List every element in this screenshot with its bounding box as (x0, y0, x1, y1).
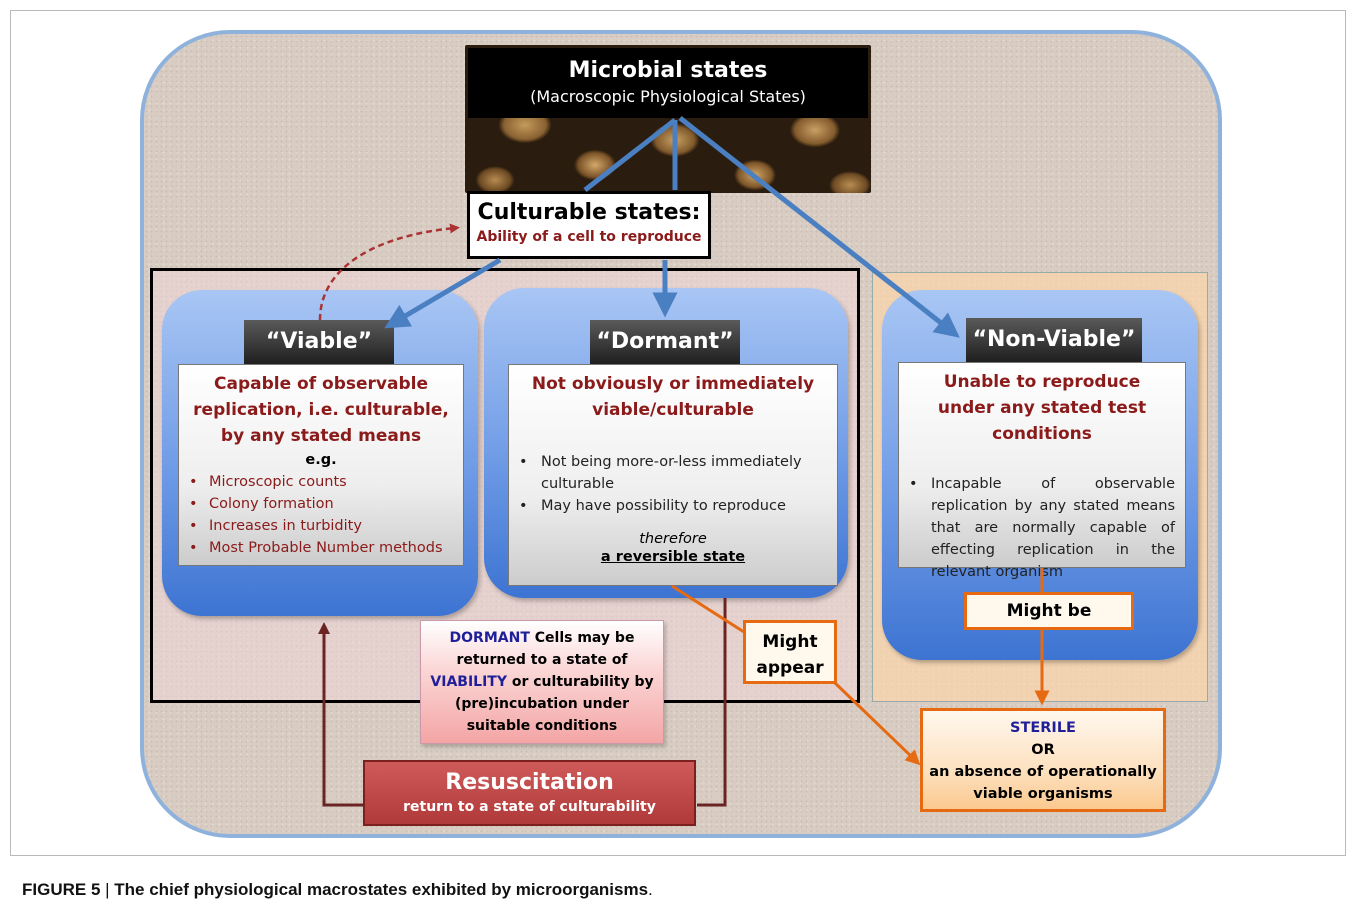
resuscitation-arrow-to-viable (318, 622, 363, 807)
might-appear-box: Might appear (743, 620, 837, 684)
dashed-arrow-viable-to-culturable (318, 223, 460, 321)
note-text: or culturability by (506, 674, 654, 690)
list-item: Microscopic counts (179, 471, 463, 493)
list-item: May have possibility to reproduce (509, 495, 831, 517)
might-appear-line1: Might (762, 632, 818, 652)
caption-period: . (648, 880, 653, 899)
resuscitation-title: Resuscitation (445, 770, 614, 795)
list-item: Not being more-or-less immediately cultu… (509, 451, 831, 495)
figure-number: FIGURE 5 (22, 880, 101, 899)
note-text: (pre)incubation under (454, 696, 630, 712)
viable-eg-label: e.g. (305, 452, 337, 468)
list-item: Increases in turbidity (179, 515, 463, 537)
caption-text: The chief physiological macrostates exhi… (114, 880, 649, 899)
resuscitation-subtitle: return to a state of culturability (403, 799, 656, 815)
dormant-content-box: Not obviously or immediately viable/cult… (508, 364, 838, 586)
sterile-or: OR (1031, 742, 1055, 758)
list-item: Incapable of observable replication by a… (899, 473, 1175, 583)
arrow-title-to-nonviable (678, 116, 960, 338)
note-text: Cells may be (529, 630, 635, 646)
sterile-line1: an absence of operationally (929, 764, 1157, 780)
diagram-subtitle: (Macroscopic Physiological States) (530, 87, 806, 106)
dormant-conclusion-text: a reversible state (600, 549, 746, 565)
viable-label: “Viable” (244, 320, 394, 364)
microbial-states-title-box: Microbial states (Macroscopic Physiologi… (468, 48, 868, 118)
diagram-title: Microbial states (568, 58, 768, 83)
note-text: returned to a state of (456, 652, 628, 668)
note-text: suitable conditions (466, 718, 618, 734)
dormant-property-list: Not being more-or-less immediately cultu… (509, 451, 837, 517)
might-appear-line2: appear (756, 658, 824, 678)
list-item: Most Probable Number methods (179, 537, 463, 559)
nonviable-content-box: Unable to reproduce under any stated tes… (898, 362, 1186, 580)
resuscitation-box: Resuscitation return to a state of cultu… (363, 760, 696, 826)
dormant-heading: Not obviously or immediately viable/cult… (531, 374, 815, 420)
sterile-keyword: STERILE (1010, 720, 1076, 736)
orange-arrow-might-appear-to-sterile (832, 680, 921, 766)
sterile-box: STERILE OR an absence of operationally v… (920, 708, 1166, 812)
figure-caption: FIGURE 5 | The chief physiological macro… (22, 880, 1342, 900)
arrow-culturable-to-viable (384, 257, 502, 329)
dormant-label: “Dormant” (590, 320, 740, 364)
viability-keyword: VIABILITY (430, 674, 507, 690)
nonviable-label: “Non-Viable” (966, 318, 1142, 362)
nonviable-heading: Unable to reproduce under any stated tes… (937, 372, 1147, 444)
viable-method-list: Microscopic counts Colony formation Incr… (179, 471, 463, 559)
sterile-line2: viable organisms (973, 786, 1113, 802)
nonviable-property-list: Incapable of observable replication by a… (899, 473, 1185, 583)
list-item: Colony formation (179, 493, 463, 515)
culturable-states-subtitle: Ability of a cell to reproduce (476, 229, 702, 245)
arrow-title-to-culturable-left (583, 118, 677, 192)
culturable-states-box: Culturable states: Ability of a cell to … (467, 191, 711, 259)
dormant-therefore-text: therefore (639, 531, 707, 547)
caption-separator: | (100, 880, 115, 899)
culturable-states-title: Culturable states: (477, 200, 701, 225)
dormant-resuscitation-note: DORMANT Cells may be returned to a state… (420, 620, 664, 744)
viable-content-box: Capable of observable replication, i.e. … (178, 364, 464, 566)
dormant-keyword: DORMANT (449, 630, 530, 646)
might-be-box: Might be (964, 592, 1134, 630)
viable-heading: Capable of observable replication, i.e. … (193, 374, 449, 446)
orange-line-dormant-to-might-appear (671, 584, 745, 634)
resuscitation-line-from-dormant (697, 598, 727, 807)
